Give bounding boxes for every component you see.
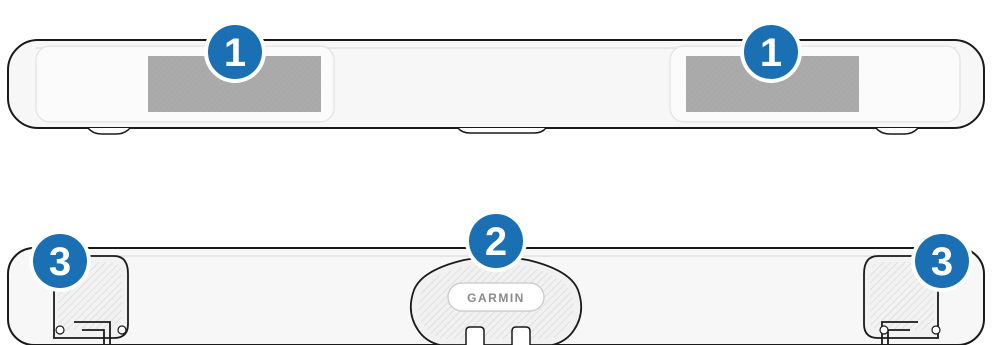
callout-electrode-left: 1	[204, 21, 266, 83]
callout-strap-left: 3	[29, 230, 91, 292]
brand-badge	[447, 282, 545, 312]
callout-number: 2	[485, 220, 507, 264]
callout-electrode-right: 1	[740, 21, 802, 83]
clip-bottom-left	[87, 127, 131, 135]
callout-number: 3	[931, 240, 953, 284]
clip-bottom-right	[875, 127, 919, 135]
hrm-module: GARMIN	[409, 256, 583, 345]
module-clip-right	[511, 326, 531, 345]
callout-number: 3	[49, 240, 71, 284]
callout-number: 1	[760, 31, 782, 75]
module-clip-left	[465, 326, 485, 345]
strap-inner-view	[7, 39, 985, 135]
callout-number: 1	[224, 31, 246, 75]
callout-module: 2	[465, 210, 527, 272]
callout-strap-right: 3	[911, 230, 973, 292]
brand-label: GARMIN	[467, 291, 525, 305]
clip-bottom-center	[457, 127, 547, 134]
